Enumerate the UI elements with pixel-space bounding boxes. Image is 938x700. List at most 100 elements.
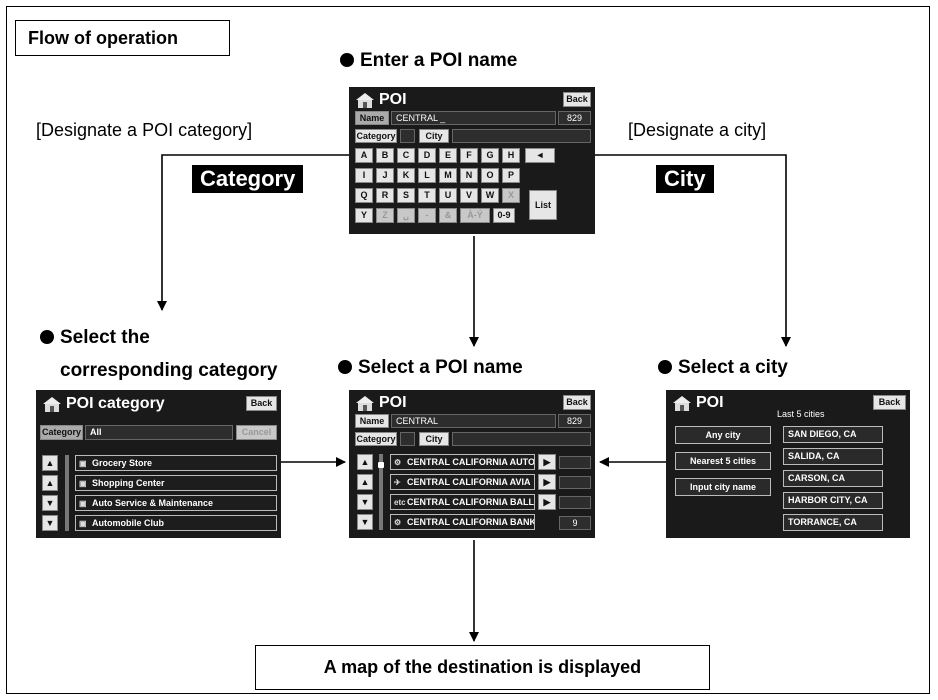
key-button[interactable]: - — [418, 208, 436, 223]
scrollbar[interactable] — [379, 454, 383, 530]
back-button[interactable]: Back — [563, 395, 591, 410]
key-button[interactable]: A — [355, 148, 373, 163]
scroll-arrow-button[interactable]: ▲ — [42, 455, 58, 471]
key-button[interactable]: M — [439, 168, 457, 183]
category-list-item[interactable]: ▣Auto Service & Maintenance — [75, 495, 277, 511]
key-button[interactable]: U — [439, 188, 457, 203]
scroll-arrow-button[interactable]: ▼ — [357, 514, 373, 530]
key-button[interactable]: R — [376, 188, 394, 203]
scroll-arrow-button[interactable]: ▲ — [357, 454, 373, 470]
note-category: [Designate a POI category] — [36, 120, 253, 140]
key-button[interactable]: À-Ý — [460, 208, 490, 223]
key-button[interactable]: N — [460, 168, 478, 183]
category-button[interactable]: Category — [355, 432, 397, 446]
tag-city: City — [656, 165, 714, 193]
key-button[interactable]: ␣ — [397, 208, 415, 223]
scrollbar[interactable] — [65, 455, 69, 531]
poi-category-icon: ⚙ — [394, 458, 402, 467]
last5-label: Last 5 cities — [777, 409, 825, 419]
poi-detail-button[interactable]: ▶ — [538, 494, 556, 510]
poi-list-item[interactable]: etcCENTRAL CALIFORNIA BALL — [390, 494, 535, 510]
bullet-icon — [658, 360, 672, 374]
recent-city-button[interactable]: SAN DIEGO, CA — [783, 426, 883, 443]
category-list-item[interactable]: ▣Grocery Store — [75, 455, 277, 471]
tag-category: Category — [192, 165, 304, 193]
key-button[interactable]: P — [502, 168, 520, 183]
heading-enter: Enter a POI name — [340, 50, 517, 72]
key-button[interactable]: J — [376, 168, 394, 183]
key-button[interactable]: V — [460, 188, 478, 203]
category-list-item[interactable]: ▣Shopping Center — [75, 475, 277, 491]
key-button[interactable]: Q — [355, 188, 373, 203]
note-city: [Designate a city] — [628, 120, 767, 140]
heading-category-text-1: Select the — [60, 327, 150, 348]
key-button[interactable]: G — [481, 148, 499, 163]
name-input[interactable]: CENTRAL _ — [391, 111, 556, 125]
recent-city-button[interactable]: SALIDA, CA — [783, 448, 883, 465]
key-button[interactable]: L — [418, 168, 436, 183]
poi-detail-button[interactable]: ▶ — [538, 454, 556, 470]
name-button[interactable]: Name — [355, 414, 389, 428]
key-button[interactable]: T — [418, 188, 436, 203]
poi-list-item[interactable]: ⚙CENTRAL CALIFORNIA AUTO — [390, 454, 535, 470]
screen-select-poi: POI Back Name CENTRAL 829 Category City … — [349, 390, 595, 538]
category-list-item[interactable]: ▣Automobile Club — [75, 515, 277, 531]
bullet-icon — [338, 360, 352, 374]
key-button[interactable]: C — [397, 148, 415, 163]
key-button[interactable]: B — [376, 148, 394, 163]
key-button[interactable]: X — [502, 188, 520, 203]
recent-city-button[interactable]: CARSON, CA — [783, 470, 883, 487]
category-button[interactable]: Category — [355, 129, 397, 143]
key-button[interactable]: & — [439, 208, 457, 223]
key-button[interactable]: S — [397, 188, 415, 203]
back-button[interactable]: Back — [246, 396, 277, 411]
screen-title: POI — [379, 394, 407, 411]
list-button[interactable]: List — [529, 190, 557, 220]
scroll-arrow-button[interactable]: ▼ — [42, 515, 58, 531]
key-button[interactable]: I — [355, 168, 373, 183]
key-button[interactable]: H — [502, 148, 520, 163]
city-option-button[interactable]: Any city — [675, 426, 771, 444]
key-button[interactable]: 0-9 — [493, 208, 515, 223]
name-button[interactable]: Name — [355, 111, 389, 125]
city-option-button[interactable]: Nearest 5 cities — [675, 452, 771, 470]
poi-category-icon: ⚙ — [394, 518, 402, 527]
name-input[interactable]: CENTRAL — [391, 414, 556, 428]
heading-category-2: corresponding category — [60, 360, 278, 381]
scroll-arrow-button[interactable]: ▲ — [42, 475, 58, 491]
key-button[interactable]: E — [439, 148, 457, 163]
category-icon: ▣ — [79, 459, 87, 468]
city-button[interactable]: City — [419, 129, 449, 143]
poi-house-icon — [43, 397, 61, 412]
poi-item-label: CENTRAL CALIFORNIA BALL — [407, 497, 534, 507]
poi-detail-button[interactable]: ▶ — [538, 474, 556, 490]
scroll-arrow-button[interactable]: ▲ — [357, 474, 373, 490]
key-button[interactable]: F — [460, 148, 478, 163]
back-button[interactable]: Back — [563, 92, 591, 107]
city-button[interactable]: City — [419, 432, 449, 446]
poi-list-item[interactable]: ✈CENTRAL CALIFORNIA AVIA — [390, 474, 535, 490]
key-button[interactable]: D — [418, 148, 436, 163]
category-item-label: Automobile Club — [92, 518, 164, 528]
key-button[interactable]: W — [481, 188, 499, 203]
key-button[interactable]: Z — [376, 208, 394, 223]
back-button[interactable]: Back — [873, 395, 906, 410]
cancel-button[interactable]: Cancel — [236, 425, 277, 440]
city-option-button[interactable]: Input city name — [675, 478, 771, 496]
recent-city-button[interactable]: TORRANCE, CA — [783, 514, 883, 531]
poi-list-item[interactable]: ⚙CENTRAL CALIFORNIA BANK — [390, 514, 535, 530]
category-button[interactable]: Category — [40, 425, 83, 440]
recent-city-button[interactable]: HARBOR CITY, CA — [783, 492, 883, 509]
key-button[interactable]: Y — [355, 208, 373, 223]
screen-poi-category: POI category Back Category All Cancel ▲▣… — [36, 390, 281, 538]
backspace-button[interactable]: ◄ — [525, 148, 555, 163]
key-button[interactable]: O — [481, 168, 499, 183]
poi-house-icon — [673, 396, 691, 411]
city-field — [452, 432, 591, 446]
screen-title: POI — [696, 394, 724, 411]
key-button[interactable]: K — [397, 168, 415, 183]
scroll-arrow-button[interactable]: ▼ — [357, 494, 373, 510]
scroll-arrow-button[interactable]: ▼ — [42, 495, 58, 511]
scrollbar-thumb[interactable] — [378, 462, 384, 468]
